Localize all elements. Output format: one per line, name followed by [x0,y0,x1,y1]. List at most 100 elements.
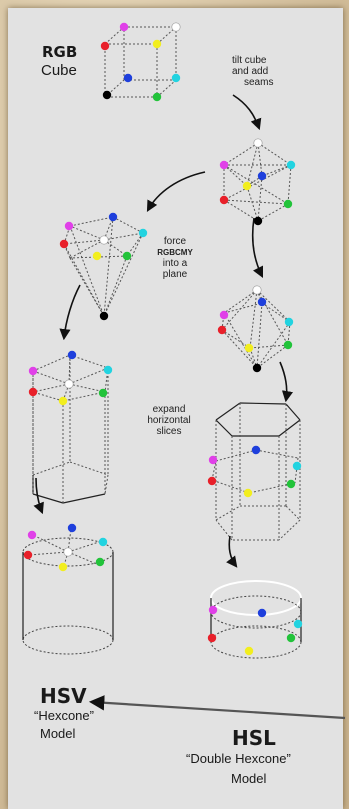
edge-line [156,79,177,98]
edge-line [32,391,64,402]
edge-line [103,239,128,257]
red-dot [219,195,229,205]
white-dot [252,285,262,295]
edge-line [287,164,292,205]
blue-dot [251,445,261,455]
edge-line [103,232,144,241]
edge-line [278,519,301,541]
black-dot [252,363,262,373]
step-label-tilt: tilt cube and add seams [232,55,274,88]
edge-line [223,199,259,222]
red-dot [207,476,217,486]
green-dot [152,92,162,102]
edge-line [256,344,289,369]
red-dot [28,387,38,397]
edge-line [255,449,299,459]
white-dot [63,547,73,557]
edge-line [32,534,69,553]
arrow-double-to-prism [279,361,293,403]
arrow-rgb-to-tilt [232,94,262,131]
yellow-dot [92,251,102,261]
cyan-dot [103,365,113,375]
hsv-cylinder-bottom [22,625,114,655]
cyan-dot [284,317,294,327]
green-dot [283,340,293,350]
red-dot [207,633,217,643]
pointer-arrow-hsv [88,695,346,720]
edge-line [223,302,263,314]
diagram-panel [8,8,343,809]
cyan-dot [292,461,302,471]
edge-line [67,540,103,553]
white-dot [171,22,181,32]
hsl-cylinder-top [210,580,302,616]
cyan-dot [171,73,181,83]
edge-line [256,289,289,346]
green-dot [122,251,132,261]
magenta-dot [27,530,37,540]
edge-line [257,142,263,177]
edge-line [62,551,69,570]
edge-line [103,216,114,317]
hsl-model-label: Model [231,771,267,786]
green-dot [283,199,293,209]
edge-line [261,164,292,177]
black-dot [102,90,112,100]
magenta-dot [219,310,229,320]
hsv-model-label: Model [40,726,76,741]
prism-base-edge [62,493,106,504]
black-dot [99,311,109,321]
hsl-title: HSL [232,726,276,750]
white-dot [253,138,263,148]
hsl-cylinder-bottom [210,625,302,659]
edge-line [261,302,291,323]
edge-line [215,505,241,521]
arrow-hsv-prism-to-cylinder [33,477,44,515]
arrow-hsl-prism-to-cylinder [226,535,238,568]
edge-line [32,370,70,385]
edge-line [294,457,299,484]
edge-line [221,312,225,331]
yellow-dot [58,562,68,572]
blue-dot [257,171,267,181]
edge-line [211,460,217,481]
arrow-tilt-to-double [251,217,264,279]
edge-line [223,289,258,314]
edge-line [62,383,70,402]
yellow-dot [242,181,252,191]
edge-line [257,203,289,222]
magenta-dot [219,160,229,170]
edge-line [69,225,105,241]
yellow-dot [243,488,253,498]
magenta-dot [208,455,218,465]
edge-line [256,321,291,369]
edge-line [69,225,105,317]
yellow-dot [244,646,254,656]
edge-line [32,354,71,372]
green-dot [95,557,105,567]
edge-line [112,216,144,234]
edge-line [68,367,109,385]
edge-line [285,505,301,521]
red-dot [100,41,110,51]
edge-line [104,26,125,45]
edge-line [63,243,105,317]
magenta-dot [28,366,38,376]
red-dot [23,550,33,560]
edge-line [211,479,250,494]
hsv-subtitle: “Hexcone” [34,708,94,723]
edge-line [249,344,289,349]
edge-line [28,551,69,556]
edge-line [215,449,257,462]
cyan-dot [286,160,296,170]
edge-line [221,329,258,369]
edge-line [223,164,292,201]
red-dot [59,239,69,249]
edge-line [63,225,71,245]
blue-dot [257,297,267,307]
edge-line [223,164,289,205]
prism-base-edge [69,461,109,476]
edge-line [223,142,259,166]
prism-top-edge [278,419,301,437]
